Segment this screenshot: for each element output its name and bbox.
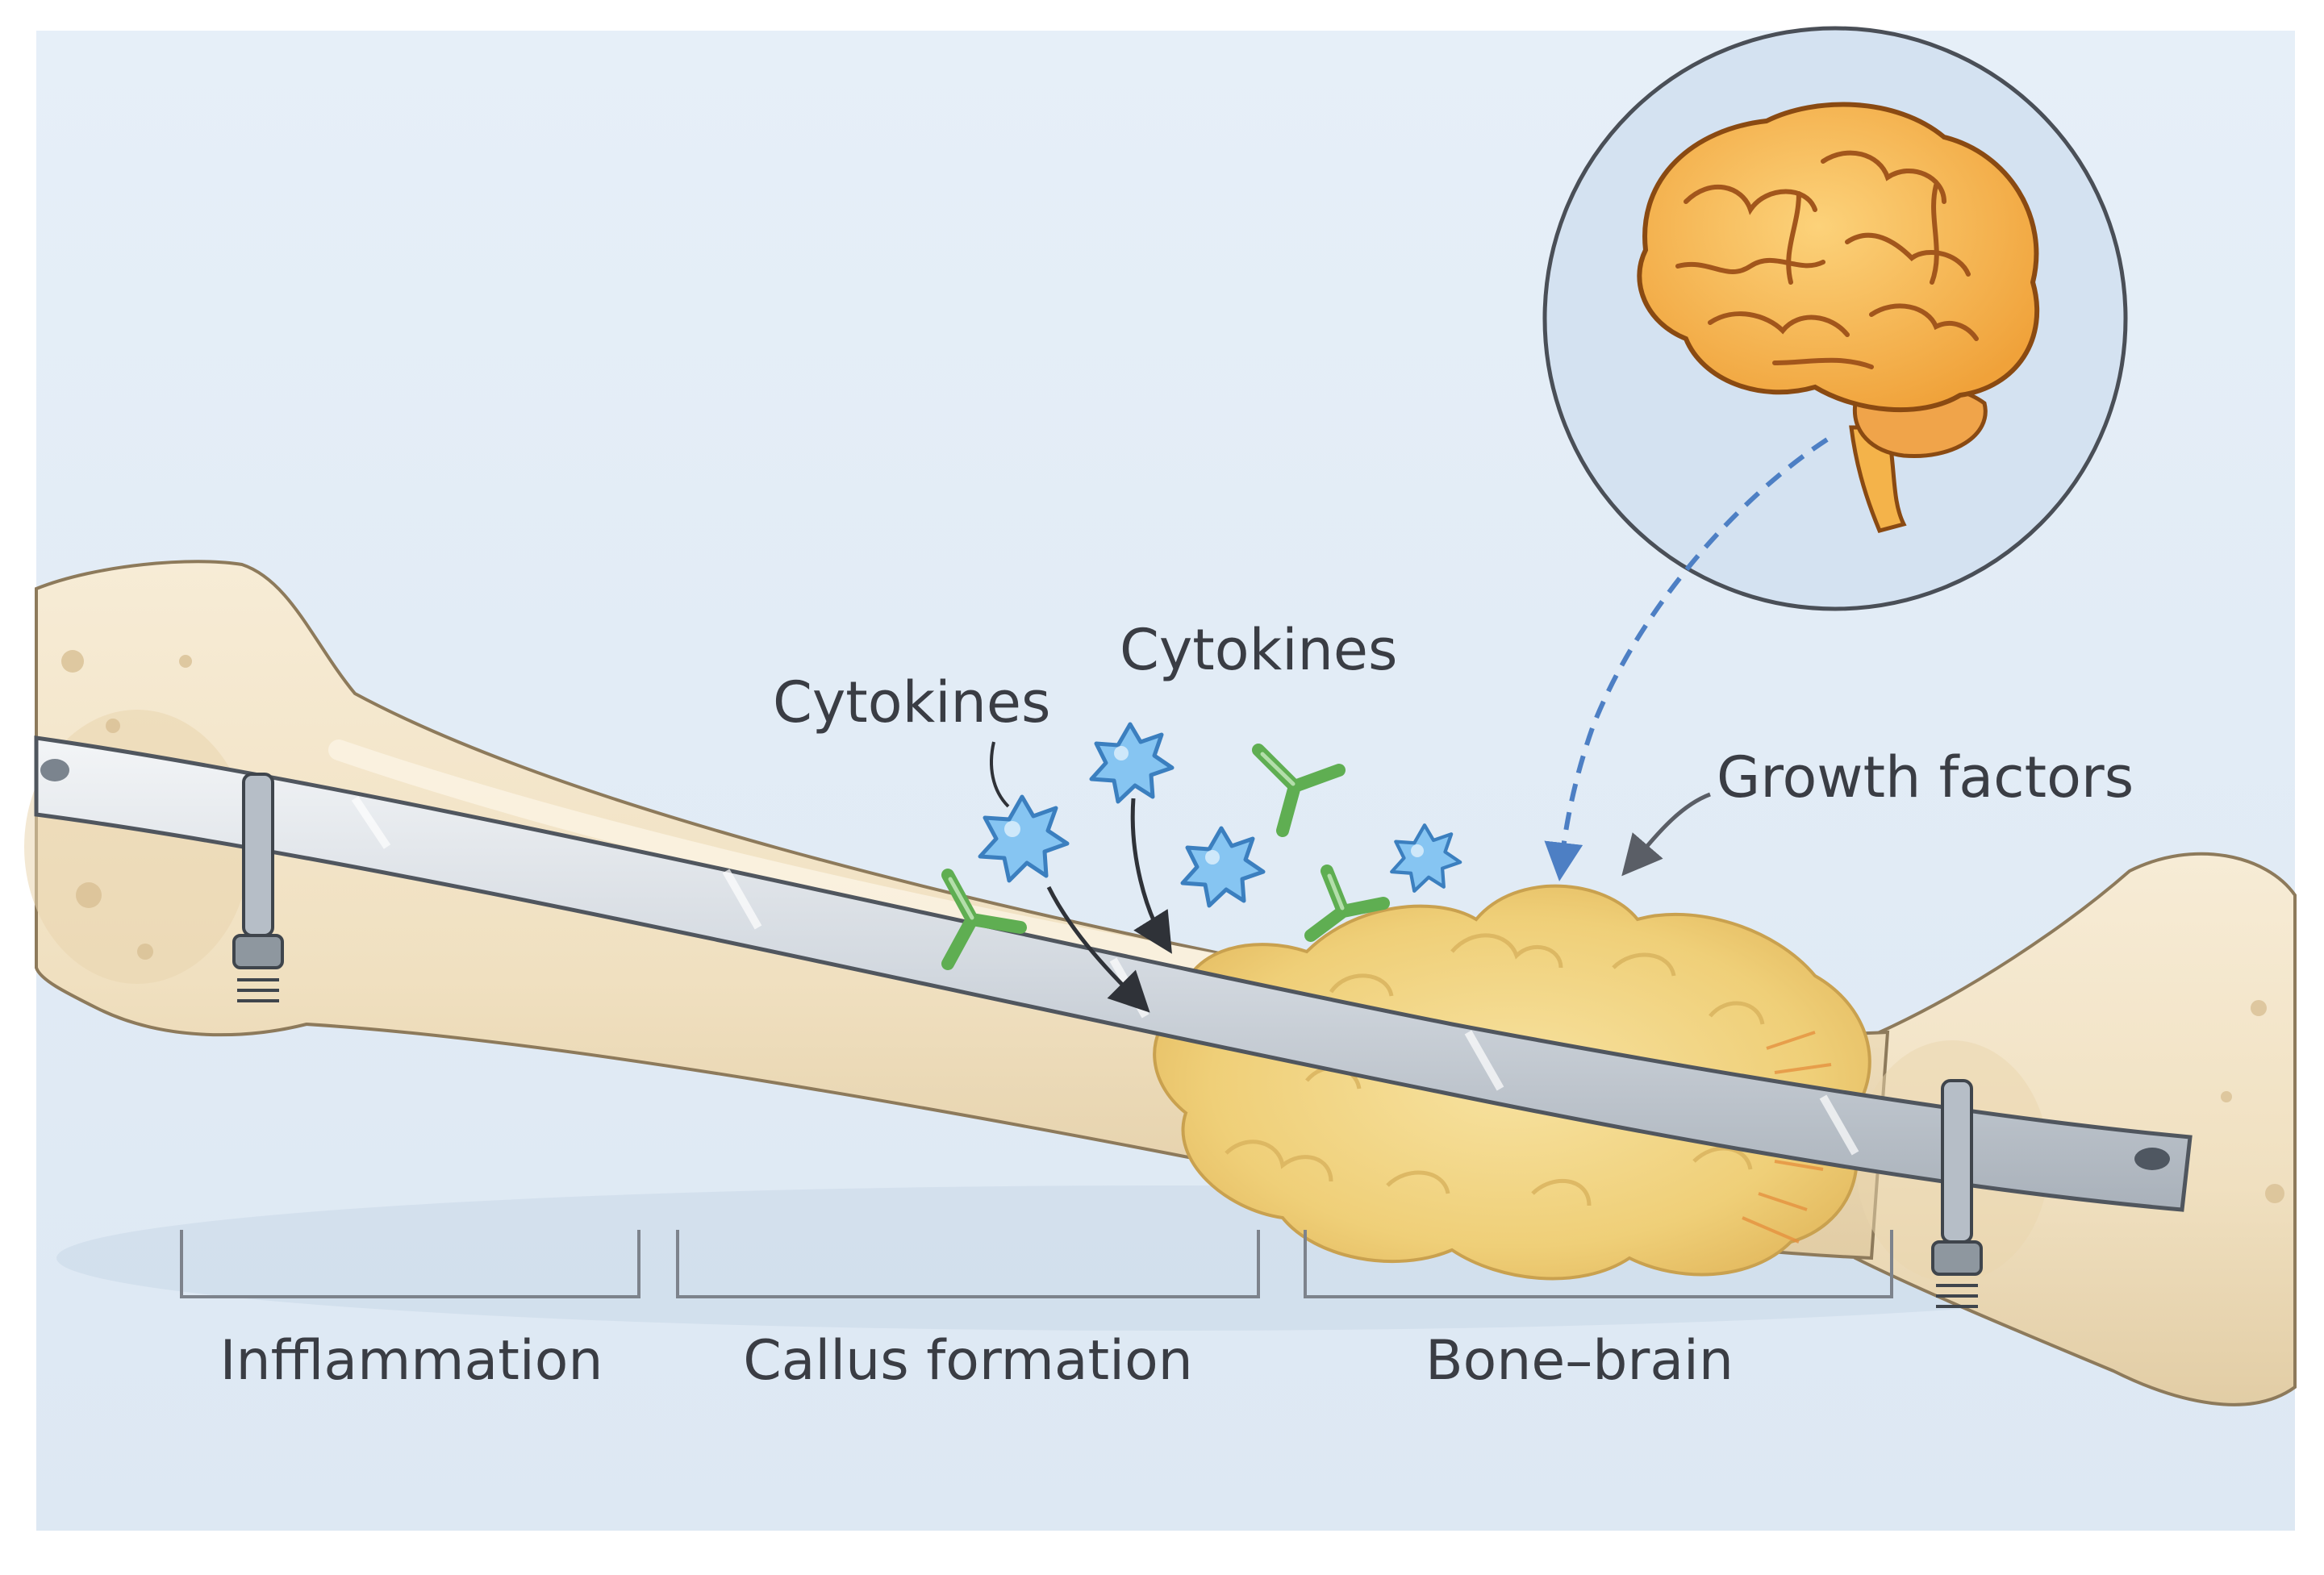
stage-label-callus-formation: Callus formation (743, 1329, 1193, 1393)
cytokines-top-arrow (1130, 798, 1172, 954)
bracket-callus-formation (676, 1230, 1260, 1298)
label-growth-factors: Growth factors (1717, 744, 2134, 810)
bone-screw-right (1931, 1079, 1983, 1308)
label-cytokines-left: Cytokines (773, 669, 1050, 735)
bracket-bone-brain (1304, 1230, 1893, 1298)
brain-inset (1542, 26, 2128, 611)
cytokine-icon (1390, 823, 1462, 893)
cytokine-icon (1180, 826, 1266, 908)
bracket-inflammation (180, 1230, 640, 1298)
growth-factors-arrow (1621, 792, 1711, 877)
cytokine-icon (978, 794, 1070, 883)
stage-label-bone-brain: Bone–brain (1425, 1329, 1734, 1393)
brain-icon (1637, 102, 2040, 533)
cytokines-left-arrow (990, 741, 1010, 808)
cytokine-icon (1089, 722, 1175, 804)
bone-brain-dashed-arrow (1544, 437, 1829, 881)
cytokines-left-long-arrow (1046, 885, 1150, 1013)
bone-screw-left (232, 773, 284, 1002)
stage-label-inflammation: Infflammation (220, 1329, 603, 1393)
label-cytokines-top: Cytokines (1120, 617, 1397, 683)
cytokine-cluster (978, 722, 1462, 908)
stage-brackets (180, 1230, 1893, 1298)
